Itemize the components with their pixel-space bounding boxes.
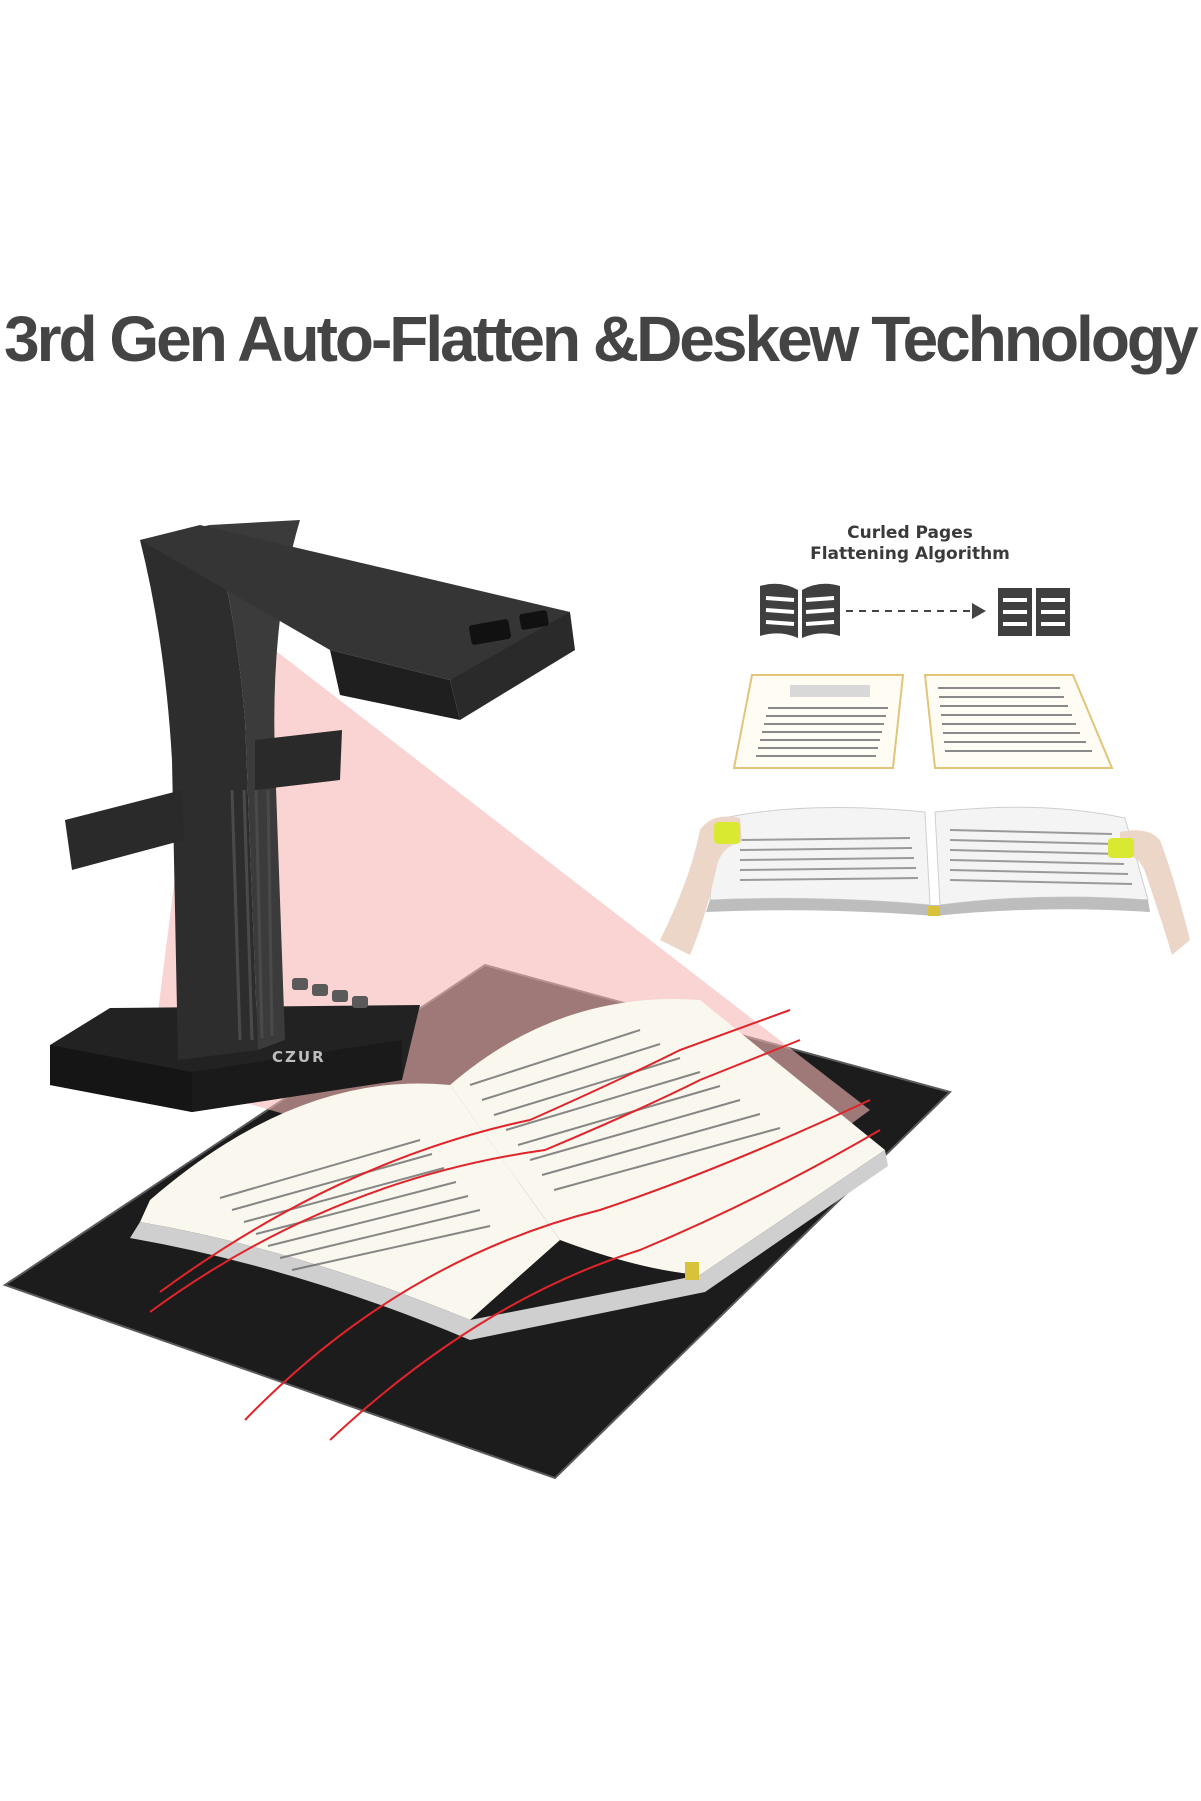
algorithm-caption-line2: Flattening Algorithm [810,544,1010,564]
laser-lines [149,1009,881,1441]
brand-logo: CZUR [272,1048,326,1066]
flattened-page-right [923,674,1114,769]
scanner-base [50,978,420,1112]
camera-head [140,525,575,720]
flat-book-icon [998,588,1070,636]
left-hand-icon [660,816,742,955]
flattened-page-left [732,674,905,769]
headline: 3rd Gen Auto-Flatten &Deskew Technology [4,303,1199,375]
right-hand-icon [1108,830,1190,955]
curled-book-icon [760,583,840,638]
algorithm-caption: Curled Pages Flattening Algorithm [760,523,1060,565]
side-lamp-left [65,790,184,870]
algorithm-caption-line1: Curled Pages [847,523,973,543]
dashed-arrow-icon [846,603,986,619]
side-lamp-right [255,730,342,790]
held-open-book [706,806,1150,916]
